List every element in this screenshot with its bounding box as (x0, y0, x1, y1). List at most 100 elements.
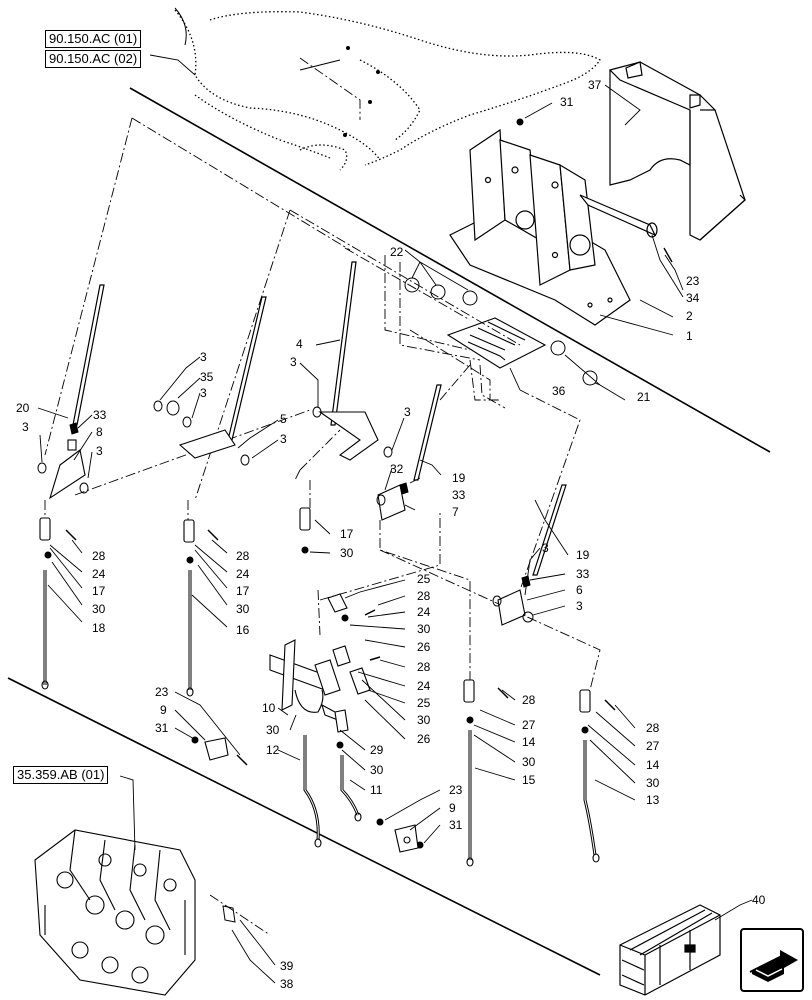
callout-32: 32 (390, 462, 404, 476)
callout-24: 24 (417, 679, 431, 693)
chassis-detail (174, 7, 380, 137)
callout-9: 9 (449, 801, 456, 815)
callout-1: 1 (686, 329, 693, 343)
callout-9: 9 (160, 703, 167, 717)
callout-39: 39 (280, 959, 294, 973)
levers-and-clevises (39, 411, 591, 713)
callout-27: 27 (646, 739, 660, 753)
gate-plate (446, 317, 547, 369)
callout-11: 11 (370, 783, 383, 797)
callout-24: 24 (92, 567, 106, 581)
callout-30: 30 (92, 602, 106, 616)
caps (404, 277, 598, 386)
callout-21: 21 (637, 390, 651, 404)
callout-33: 33 (93, 408, 107, 422)
callout-23: 23 (449, 783, 463, 797)
callout-3: 3 (290, 355, 297, 369)
callout-20: 20 (16, 401, 30, 415)
pedestal-cover (608, 61, 746, 241)
callout-37: 37 (588, 78, 602, 92)
callout-25: 25 (417, 696, 431, 710)
callout-28: 28 (646, 721, 660, 735)
callout-10: 10 (262, 701, 276, 715)
callout-19: 19 (576, 548, 590, 562)
valve-fitting (209, 894, 271, 936)
callout-3: 3 (404, 405, 411, 419)
callout-7: 7 (452, 505, 459, 519)
callout-30: 30 (266, 723, 280, 737)
callout-36: 36 (552, 384, 566, 398)
callout-30: 30 (340, 546, 354, 560)
callout-31: 31 (155, 721, 169, 735)
callout-31: 31 (560, 95, 574, 109)
callout-8: 8 (96, 425, 103, 439)
chassis-outline (174, 9, 601, 171)
callout-31: 31 (449, 818, 463, 832)
callout-19: 19 (452, 471, 466, 485)
callout-30: 30 (370, 763, 384, 777)
callout-3: 3 (96, 444, 103, 458)
callout-3: 3 (200, 350, 207, 364)
callout-28: 28 (417, 660, 431, 674)
callout-18: 18 (92, 621, 106, 635)
callout-4: 4 (296, 337, 303, 351)
callout-40: 40 (752, 893, 766, 907)
callout-17: 17 (340, 527, 354, 541)
pedestal-bracket (449, 128, 658, 326)
kit-box-icon (619, 904, 721, 996)
callout-30: 30 (417, 713, 431, 727)
callout-12: 12 (266, 743, 280, 757)
callout-28: 28 (92, 549, 106, 563)
callout-2: 2 (686, 309, 693, 323)
callout-6: 6 (576, 583, 583, 597)
callout-3: 3 (200, 386, 207, 400)
reference-link-35-359-ab-01[interactable]: 35.359.AB (01) (13, 766, 109, 784)
next-page-button[interactable] (740, 928, 804, 992)
callout-3: 3 (576, 599, 583, 613)
callout-30: 30 (417, 622, 431, 636)
callout-16: 16 (236, 623, 250, 637)
callout-27: 27 (522, 718, 536, 732)
callout-24: 24 (417, 605, 431, 619)
callout-13: 13 (646, 793, 660, 807)
callout-33: 33 (576, 567, 590, 581)
callout-26: 26 (417, 640, 431, 654)
control-valve (34, 829, 196, 996)
lever-rods (72, 261, 567, 576)
callout-17: 17 (92, 584, 106, 598)
callout-29: 29 (370, 743, 384, 757)
callout-34: 34 (686, 291, 700, 305)
callout-5: 5 (280, 412, 287, 426)
callout-28: 28 (522, 693, 536, 707)
callout-30: 30 (236, 602, 250, 616)
callout-3: 3 (542, 541, 549, 555)
callout-14: 14 (522, 735, 536, 749)
callout-33: 33 (452, 488, 466, 502)
bell-crank (269, 593, 371, 733)
small-brackets (204, 737, 419, 853)
callout-22: 22 (390, 245, 404, 259)
section-line-upper (129, 87, 771, 453)
callout-15: 15 (522, 773, 536, 787)
reference-link-90-150-ac-01[interactable]: 90.150.AC (01) (45, 30, 142, 48)
callout-labels: 1 2 34 23 37 31 22 21 36 4 3 3 35 3 5 3 … (16, 78, 766, 991)
callout-35: 35 (200, 370, 214, 384)
callout-25: 25 (417, 572, 431, 586)
callout-14: 14 (646, 758, 660, 772)
callout-23: 23 (686, 274, 700, 288)
reference-link-90-150-ac-02[interactable]: 90.150.AC (02) (45, 50, 142, 68)
arrow-forward-icon (749, 950, 798, 982)
callout-3: 3 (280, 432, 287, 446)
section-line-lower (7, 677, 601, 976)
callout-26: 26 (417, 732, 431, 746)
callout-17: 17 (236, 584, 250, 598)
leader-lines (37, 54, 753, 984)
callout-24: 24 (236, 567, 250, 581)
control-rods (41, 570, 600, 867)
callout-3: 3 (22, 420, 29, 434)
callout-38: 38 (280, 977, 294, 991)
callout-30: 30 (522, 755, 536, 769)
callout-28: 28 (236, 549, 250, 563)
callout-28: 28 (417, 589, 431, 603)
